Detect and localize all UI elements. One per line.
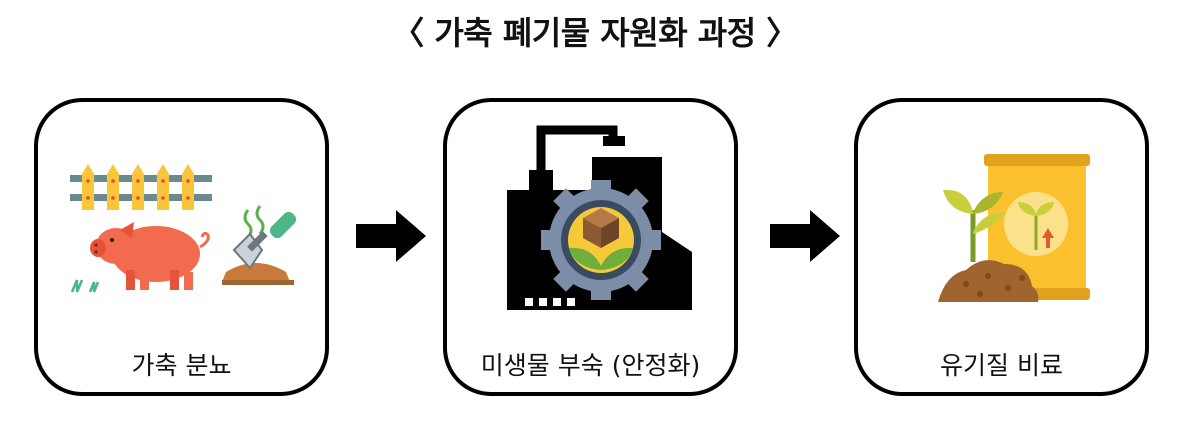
arrow-right-icon [356,210,426,262]
step-box-organic-fertilizer: 유기질 비료 [854,98,1149,396]
fertilizer-bag-icon [938,154,1090,302]
pig-manure-icon [70,164,297,293]
grass-icon [70,279,100,293]
pig-icon [90,222,210,290]
arrow-right-icon [770,210,840,262]
step-label: 유기질 비료 [940,351,1063,380]
step-label: 가축 분뇨 [131,351,232,380]
box-leaf-icon [569,208,633,270]
shovel-manure-icon [222,205,297,285]
diagram-title: 〈 가축 폐기물 자원화 과정 〉 [392,14,798,52]
step-label: 미생물 부숙 (안정화) [480,351,701,380]
fence-icon [70,164,212,210]
step-box-microbial-composting: 미생물 부숙 (안정화) [443,98,738,396]
step-box-livestock-manure: 가축 분뇨 [34,98,329,396]
fermentation-factory-icon [507,125,692,310]
